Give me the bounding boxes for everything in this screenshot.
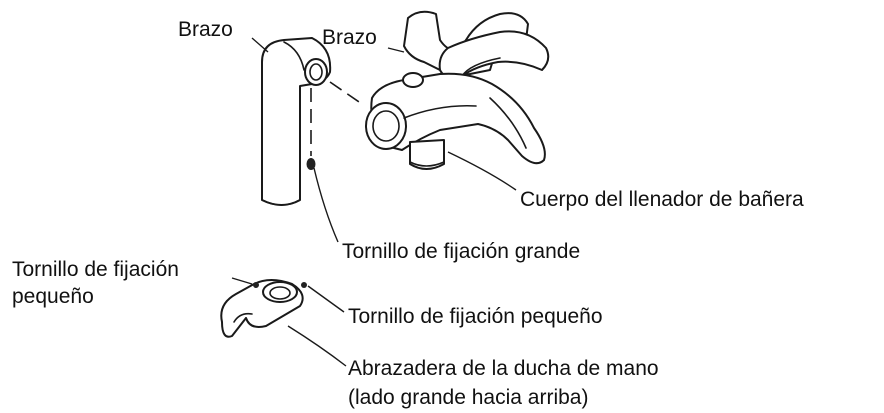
label-large-screw: Tornillo de fijación grande xyxy=(342,240,580,263)
label-arm-left: Brazo xyxy=(178,18,233,41)
label-small-screw-right: Tornillo de fijación pequeño xyxy=(348,305,603,328)
leader-arm-right xyxy=(387,47,405,53)
large-screw xyxy=(306,158,316,170)
leader-small-screw-left xyxy=(231,277,253,285)
insertion-line xyxy=(329,81,363,105)
label-small-screw-left-1: Tornillo de fijación xyxy=(12,258,179,281)
small-screw-right xyxy=(301,282,307,288)
leader-arm-left xyxy=(251,37,269,53)
label-small-screw-left-2: pequeño xyxy=(12,285,94,308)
arm-pipe xyxy=(261,37,332,206)
tub-filler-body xyxy=(365,10,550,170)
label-body: Cuerpo del llenador de bañera xyxy=(520,188,804,211)
small-screw-left xyxy=(253,282,259,288)
label-clamp-1: Abrazadera de la ducha de mano xyxy=(348,357,659,380)
leader-small-screw-right xyxy=(307,285,345,313)
leader-body xyxy=(447,151,517,191)
label-clamp-2: (lado grande hacia arriba) xyxy=(348,386,588,409)
leader-large-screw xyxy=(313,167,339,243)
leader-clamp xyxy=(287,325,347,367)
label-arm-right: Brazo xyxy=(322,26,377,49)
hand-shower-clamp xyxy=(220,279,304,338)
